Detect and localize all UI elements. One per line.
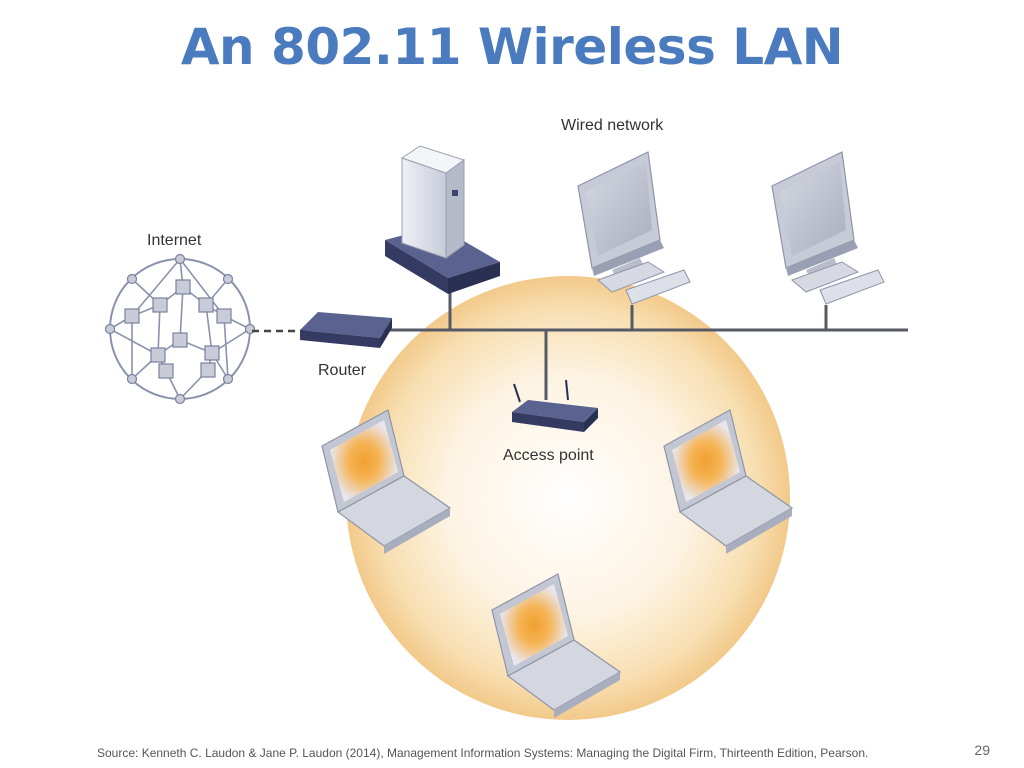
router-icon	[300, 312, 392, 348]
server-icon	[385, 145, 500, 294]
wireless-coverage-area	[346, 276, 790, 720]
page-number: 29	[974, 742, 990, 758]
wired-backbone	[380, 293, 908, 400]
internet-label: Internet	[147, 232, 202, 249]
laptop-2-icon	[663, 409, 794, 554]
laptop-1-icon	[321, 409, 452, 554]
laptop-3-icon	[491, 573, 622, 718]
access-point-label: Access point	[503, 447, 594, 464]
router-label: Router	[318, 362, 367, 379]
internet-icon	[104, 253, 256, 405]
source-citation: Source: Kenneth C. Laudon & Jane P. Laud…	[97, 746, 869, 760]
desktop-computer-1-icon	[577, 151, 691, 305]
wired-network-label: Wired network	[561, 117, 664, 134]
slide-title: An 802.11 Wireless LAN	[180, 18, 844, 76]
desktop-computer-2-icon	[771, 151, 885, 305]
access-point-icon	[512, 379, 598, 432]
